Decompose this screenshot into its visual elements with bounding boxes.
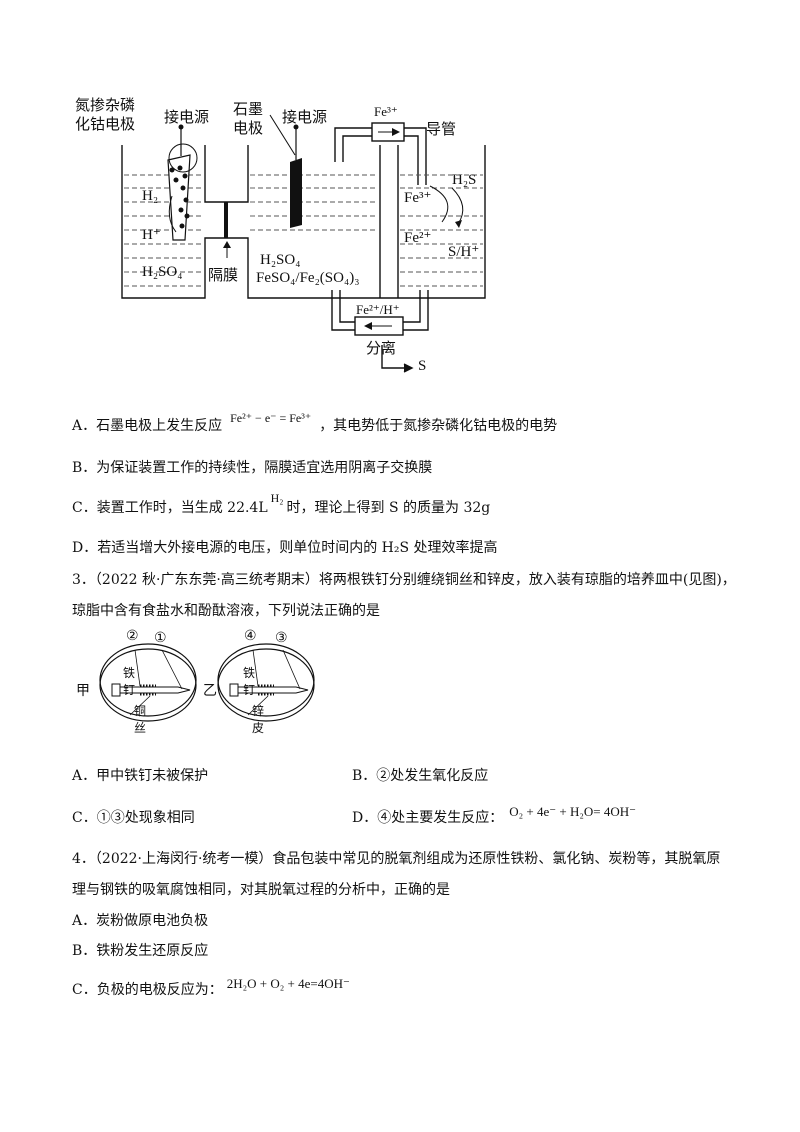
q4-stem-2: 理与钢铁的吸氧腐蚀相同，对其脱氧过程的分析中，正确的是 <box>72 882 450 898</box>
label-separate: 分离 <box>366 341 397 357</box>
q4-option-b: B．铁粉发生还原反应 <box>72 943 209 959</box>
label-membrane: 隔膜 <box>208 268 239 284</box>
q3-stem-2: 琼脂中含有食盐水和酚酞溶液，下列说法正确的是 <box>72 603 380 619</box>
label-h2so4-mid: H₂SO₄ <box>260 252 301 268</box>
label-cathode-2: 化钴电极 <box>75 117 136 133</box>
label-graphite-2: 电极 <box>233 121 264 137</box>
label-fe3-right: Fe³⁺ <box>404 190 432 206</box>
q3-option-d: D．④处主要发生反应： O₂ + 4e⁻ + H₂O= 4OH⁻ <box>352 804 636 828</box>
label-nail-1: 铁钉 <box>123 666 136 697</box>
label-nail-2: 铁钉 <box>243 666 256 697</box>
q4-c-formula: 2H₂O + O₂ + 4e=4OH⁻ <box>226 976 350 991</box>
q3-option-a: A．甲中铁钉未被保护 <box>72 768 209 784</box>
q4-c-pre: C．负极的电极反应为： <box>72 982 223 998</box>
label-power-1: 接电源 <box>164 110 210 126</box>
label-h2s: H₂S <box>452 172 477 188</box>
q3-option-c: C．①③处现象相同 <box>72 810 195 826</box>
q3-d-pre: D．④处主要发生反应： <box>352 810 504 826</box>
label-n3: ③ <box>275 631 288 646</box>
label-h2so4-left: H₂SO₄ <box>142 264 183 280</box>
label-n1: ① <box>154 631 167 646</box>
label-power-2: 接电源 <box>282 110 328 126</box>
q4-option-a: A．炭粉做原电池负极 <box>72 913 209 929</box>
label-jia: 甲 <box>76 684 90 699</box>
label-wire: 铜丝 <box>134 704 147 735</box>
q2-c-formula: H₂ <box>270 491 284 505</box>
label-yi: 乙 <box>203 684 217 699</box>
q2-a-post: ，其电势低于氮掺杂磷化钴电极的电势 <box>319 418 558 434</box>
q2-a-pre: A．石墨电极上发生反应 <box>72 418 223 434</box>
label-zinc: 锌皮 <box>252 704 265 735</box>
label-fe2-h-box: Fe²⁺/H⁺ <box>356 302 400 317</box>
label-fe2-right: Fe²⁺ <box>404 230 432 246</box>
label-hplus: H⁺ <box>142 227 161 243</box>
q2-option-a: A．石墨电极上发生反应 Fe²⁺ − e⁻ = Fe³⁺ ，其电势低于氮掺杂磷化钴电… <box>72 411 558 436</box>
label-pipe: 导管 <box>426 122 457 138</box>
label-n4: ④ <box>244 629 257 644</box>
electrolysis-diagram <box>121 114 486 373</box>
label-s-h: S/H⁺ <box>448 244 480 260</box>
q3-option-b: B．②处发生氧化反应 <box>352 768 489 784</box>
q2-option-b: B．为保证装置工作的持续性，隔膜适宜选用阴离子交换膜 <box>72 460 433 476</box>
q3-stem-1: 3．（2022 秋·广东东莞·高三统考期末）将两根铁钉分别缠绕铜丝和锌皮，放入装… <box>72 572 736 588</box>
q2-option-d: D．若适当增大外接电源的电压，则单位时间内的 H₂S 处理效率提高 <box>72 540 498 556</box>
label-cathode-1: 氮掺杂磷 <box>75 98 136 114</box>
q2-option-c: C．装置工作时，当生成 22.4LH₂时，理论上得到 S 的质量为 32g <box>72 491 491 518</box>
q2-a-formula: Fe²⁺ − e⁻ = Fe³⁺ <box>230 411 312 425</box>
label-s-out: S <box>418 358 427 374</box>
q3-d-formula: O₂ + 4e⁻ + H₂O= 4OH⁻ <box>509 804 636 819</box>
q2-c-pre: C．装置工作时，当生成 22.4L <box>72 500 268 516</box>
label-graphite-1: 石墨 <box>233 102 264 118</box>
label-feso4: FeSO₄/Fe₂(SO₄)₃ <box>256 270 360 286</box>
label-h2: H₂ <box>142 188 159 204</box>
q4-stem-1: 4．（2022·上海闵行·统考一模）食品包装中常见的脱氧剂组成为还原性铁粉、氯化… <box>72 851 721 867</box>
label-fe3-box: Fe³⁺ <box>374 104 398 119</box>
q4-option-c: C．负极的电极反应为：2H₂O + O₂ + 4e=4OH⁻ <box>72 976 350 1000</box>
q2-c-post: 时，理论上得到 S 的质量为 32g <box>286 500 491 516</box>
label-n2: ② <box>126 629 139 644</box>
